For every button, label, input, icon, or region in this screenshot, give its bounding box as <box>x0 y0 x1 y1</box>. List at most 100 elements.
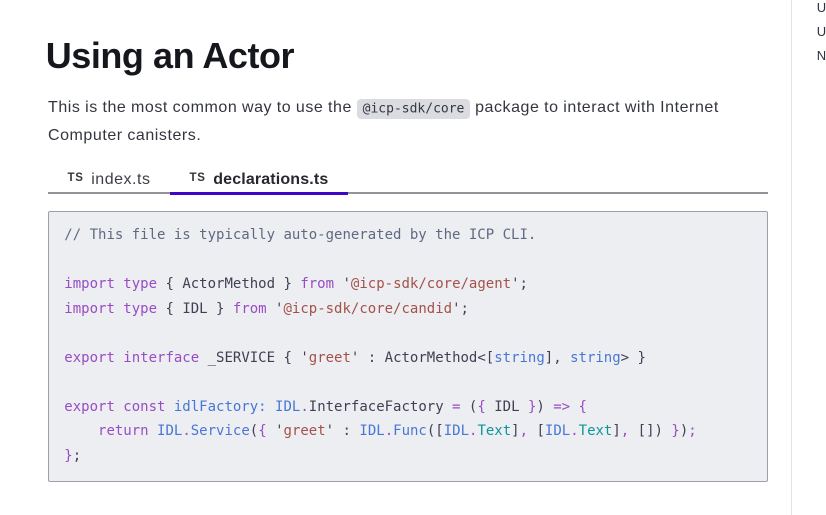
code-token: } <box>64 447 73 464</box>
toc-sidebar: Using an ActorUsing the agentNext steps <box>791 0 826 515</box>
tab-index-ts[interactable]: TS index.ts <box>48 170 170 192</box>
code-token: { <box>258 423 267 440</box>
code-token: _SERVICE { <box>199 349 301 366</box>
code-token: from <box>300 276 335 293</box>
code-token: import <box>64 300 115 317</box>
code-token: { <box>477 398 486 415</box>
code-token: . <box>469 423 478 440</box>
code-token <box>267 423 275 439</box>
code-token: ; <box>688 423 697 440</box>
code-token: , <box>620 423 630 440</box>
code-token: ( <box>249 423 259 440</box>
code-line: // This file is typically auto-generated… <box>49 223 767 248</box>
code-token: InterfaceFactory <box>308 398 444 415</box>
intro-paragraph: This is the most common way to use the @… <box>48 98 719 145</box>
code-token: ] <box>511 423 520 440</box>
code-token: : <box>334 423 360 440</box>
code-token: ) <box>679 423 689 440</box>
main-content: Using an Actor This is the most common w… <box>45 0 768 482</box>
code-line <box>49 248 767 273</box>
code-token: , <box>519 423 529 440</box>
toc-item[interactable]: Next steps <box>816 47 826 63</box>
code-token: . <box>182 423 191 440</box>
code-token: export <box>64 349 115 366</box>
code-token: Service <box>190 423 250 440</box>
code-token: ' <box>342 276 351 293</box>
code-token: ; <box>460 300 469 317</box>
code-token: Text <box>477 423 512 440</box>
code-token: interface <box>114 349 200 366</box>
code-token: : ActorMethod<[ <box>359 349 495 366</box>
code-token: ' <box>350 349 360 366</box>
code-token <box>64 423 98 439</box>
code-token: ], <box>544 349 571 366</box>
code-line: export interface _SERVICE { 'greet' : Ac… <box>49 346 767 371</box>
code-token: IDL <box>443 423 470 440</box>
code-token <box>267 301 275 317</box>
code-token: ([ <box>426 423 444 440</box>
code-token: { IDL } <box>157 300 233 317</box>
code-token: ; <box>72 447 82 464</box>
code-token: greet <box>283 423 326 440</box>
code-token: ' <box>300 349 309 366</box>
code-token: []) <box>629 423 663 440</box>
page-title: Using an Actor <box>45 34 295 76</box>
code-token: ' <box>275 423 284 440</box>
inline-code: @icp-sdk/core <box>356 98 471 119</box>
code-line: }; <box>49 444 767 469</box>
code-token: @icp-sdk/core/candid <box>283 300 453 317</box>
code-line: import type { IDL } from '@icp-sdk/core/… <box>49 297 767 322</box>
toc-item[interactable]: Using an Actor <box>816 0 826 15</box>
code-token: ' <box>452 300 461 317</box>
tab-declarations-ts[interactable]: TS declarations.ts <box>170 170 348 196</box>
code-token: // This file is typically auto-generated… <box>64 227 537 244</box>
toc-item[interactable]: Using the agent <box>816 23 826 39</box>
code-token: ' <box>511 276 520 293</box>
code-block: // This file is typically auto-generated… <box>48 211 768 482</box>
code-token: = <box>443 398 461 415</box>
code-token: . <box>300 398 309 415</box>
code-token: idlFactory: <box>165 398 267 415</box>
code-token: ' <box>325 423 335 440</box>
code-token: IDL <box>266 398 301 415</box>
code-token: IDL <box>485 398 528 415</box>
code-token: IDL <box>544 423 571 440</box>
tab-label: declarations.ts <box>213 170 329 188</box>
code-token: Text <box>578 423 613 440</box>
code-token: IDL <box>359 423 385 440</box>
code-token: Func <box>393 423 427 440</box>
code-token: IDL <box>148 423 183 440</box>
code-token: ( <box>460 398 478 415</box>
code-token: import <box>64 276 115 293</box>
code-token: string <box>570 349 621 366</box>
code-token: string <box>494 349 545 366</box>
file-tabs: TS index.ts TS declarations.ts <box>48 170 768 196</box>
code-token: ] <box>612 423 621 440</box>
code-token: } <box>662 423 680 440</box>
code-token: } <box>527 398 537 415</box>
code-token: export <box>64 398 115 415</box>
code-line <box>49 321 767 346</box>
code-token: greet <box>308 349 351 366</box>
code-token: ; <box>519 276 528 293</box>
code-token: type <box>114 300 158 317</box>
code-token: [ <box>528 423 545 440</box>
code-token: { <box>570 398 587 415</box>
toc-divider <box>791 0 792 515</box>
code-token: const <box>114 398 166 415</box>
code-token: . <box>384 423 394 440</box>
code-token: . <box>570 423 579 440</box>
code-token: ) <box>536 398 545 415</box>
code-line <box>49 370 767 395</box>
code-token: => <box>544 398 571 415</box>
code-token: from <box>232 300 267 317</box>
ts-language-icon: TS <box>67 172 84 185</box>
code-line: export const idlFactory: IDL.InterfaceFa… <box>49 395 767 420</box>
ts-language-icon: TS <box>189 172 206 185</box>
code-token: type <box>114 276 158 293</box>
code-token: > } <box>620 349 646 366</box>
code-line: return IDL.Service({ 'greet' : IDL.Func(… <box>49 419 767 444</box>
code-line: import type { ActorMethod } from '@icp-s… <box>49 272 767 297</box>
code-token: { ActorMethod } <box>157 276 301 293</box>
tab-label: index.ts <box>91 170 151 188</box>
